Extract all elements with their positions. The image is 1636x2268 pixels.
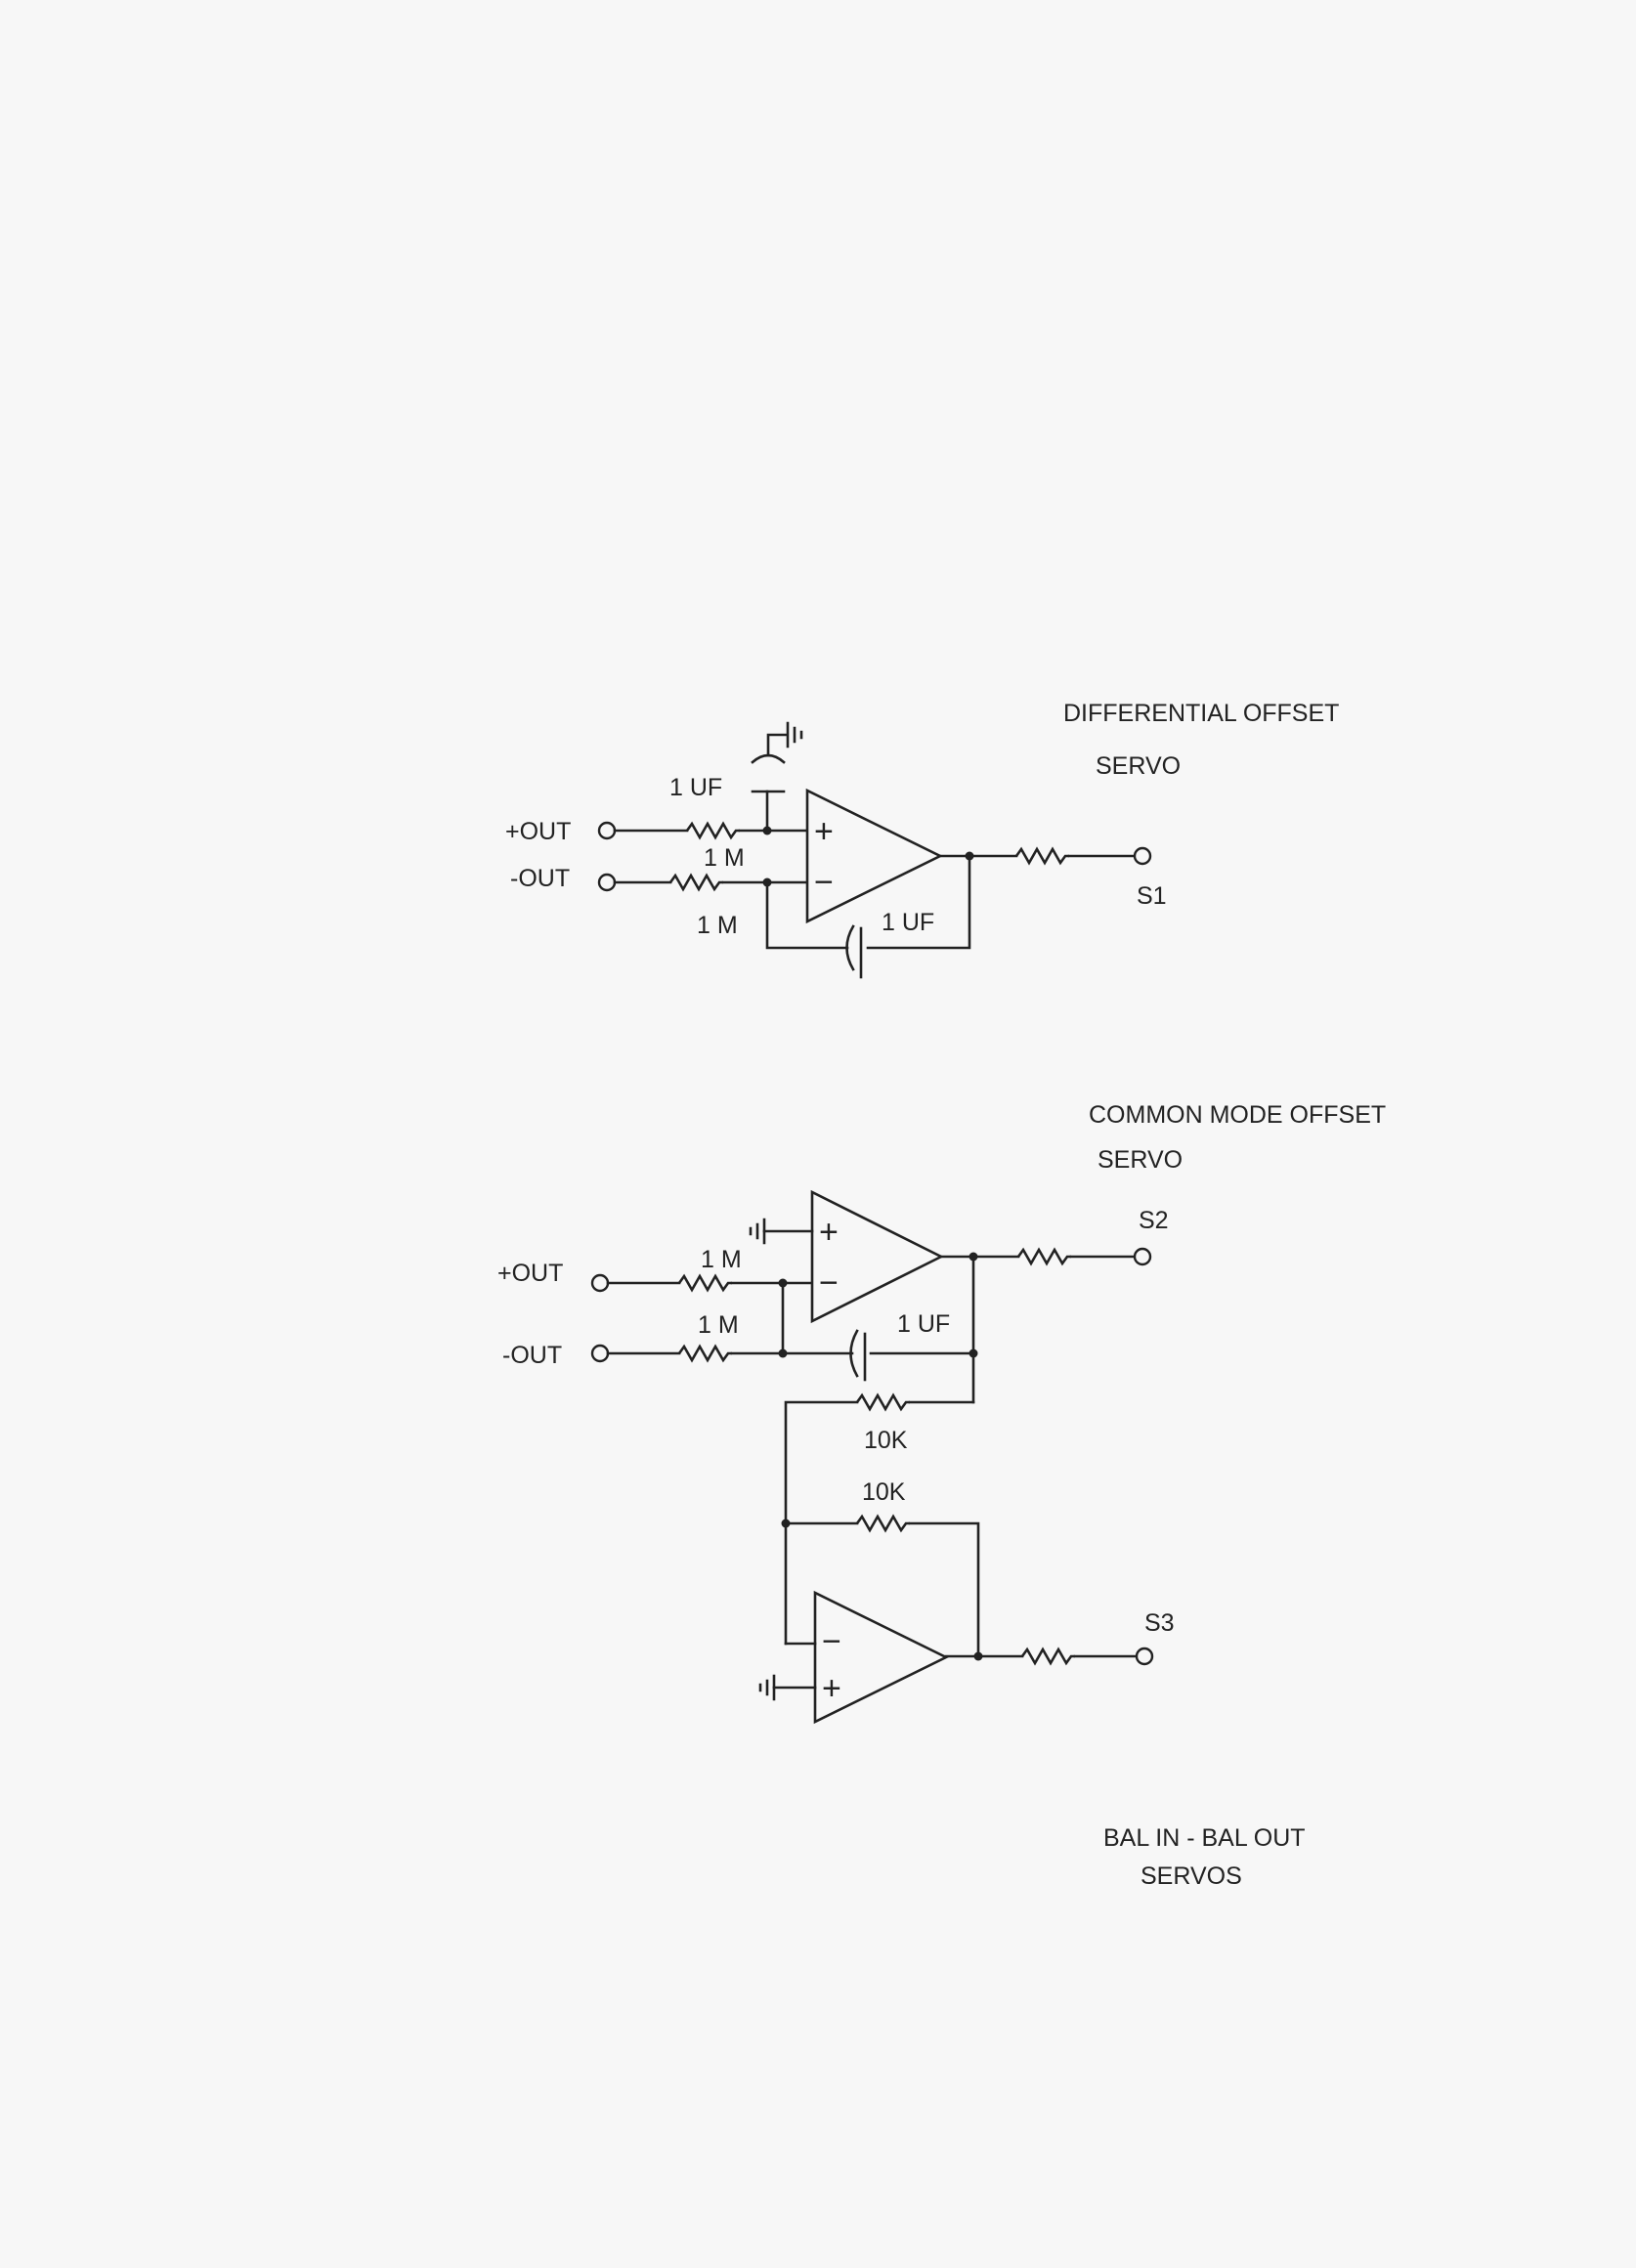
opamp1-plus-sign: + bbox=[819, 1214, 839, 1251]
s3-terminal bbox=[1135, 1647, 1154, 1666]
common-mode-title-line1: COMMON MODE OFFSET bbox=[1089, 1101, 1386, 1129]
s3-label: S3 bbox=[1144, 1609, 1175, 1637]
inverter-feedback-wires bbox=[784, 1521, 980, 1658]
junction-node bbox=[969, 1348, 978, 1358]
cap-ground-to-ground bbox=[766, 733, 788, 757]
differential-servo-circuit: + − bbox=[597, 721, 1152, 979]
opamp-minus-sign: − bbox=[814, 864, 834, 901]
r-plus-label: 1 M bbox=[704, 844, 745, 872]
caption-line2: SERVOS bbox=[1141, 1862, 1242, 1890]
s2-label: S2 bbox=[1139, 1207, 1169, 1234]
junction-node bbox=[781, 1519, 791, 1528]
ground-icon bbox=[758, 1674, 776, 1701]
ground-icon bbox=[786, 721, 803, 749]
cm-cap-plate-curved bbox=[849, 1329, 859, 1378]
feedback-cap-plate-curved bbox=[845, 924, 855, 971]
link-resistor-wires bbox=[784, 1400, 975, 1646]
ground-icon bbox=[749, 1218, 766, 1245]
cm-resistor-1m-plus bbox=[677, 1273, 732, 1293]
r-link-label: 10K bbox=[864, 1427, 908, 1454]
opamp-input-leads bbox=[765, 829, 808, 884]
feedback-wire-right bbox=[866, 854, 971, 950]
differential-title-line1: DIFFERENTIAL OFFSET bbox=[1063, 700, 1339, 727]
opamp1-minus-sign: − bbox=[819, 1264, 839, 1302]
differential-title-line2: SERVO bbox=[1096, 752, 1181, 780]
cm-r-minus-label: 1 M bbox=[698, 1311, 739, 1339]
common-mode-servo-circuit: + − − + bbox=[590, 1189, 1154, 1725]
cm-plus-out-label: +OUT bbox=[497, 1260, 563, 1287]
output-resistor-s2 bbox=[1016, 1247, 1071, 1266]
r-minus-label: 1 M bbox=[697, 912, 738, 939]
cm-plus-out-terminal bbox=[590, 1273, 610, 1293]
r-inverter-label: 10K bbox=[862, 1478, 906, 1506]
s2-terminal bbox=[1133, 1247, 1152, 1266]
common-mode-title-line2: SERVO bbox=[1098, 1146, 1183, 1174]
plus-out-terminal bbox=[597, 821, 617, 840]
feedback-wire-left bbox=[765, 880, 849, 950]
opamp-plus-sign: + bbox=[814, 813, 834, 850]
cm-minus-out-label: -OUT bbox=[502, 1342, 562, 1369]
resistor-10k-inverter bbox=[855, 1514, 910, 1533]
resistor-1m-plus bbox=[685, 821, 740, 840]
cm-resistor-1m-minus bbox=[677, 1344, 732, 1363]
resistor-1m-minus bbox=[668, 873, 723, 892]
cm-cap-label: 1 UF bbox=[897, 1310, 950, 1338]
differential-plus-out-label: +OUT bbox=[505, 818, 571, 845]
opamp2-minus-sign: − bbox=[822, 1623, 841, 1660]
s1-terminal bbox=[1133, 846, 1152, 866]
cap-feedback-label: 1 UF bbox=[882, 909, 934, 936]
resistor-10k-link bbox=[855, 1392, 910, 1412]
cap-ground-label: 1 UF bbox=[669, 774, 722, 801]
differential-minus-out-label: -OUT bbox=[510, 865, 570, 892]
output-resistor-s3 bbox=[1020, 1647, 1075, 1666]
opamp2-plus-sign: + bbox=[822, 1670, 841, 1707]
cm-minus-out-terminal bbox=[590, 1344, 610, 1363]
common-mode-opamp-1 bbox=[810, 1189, 944, 1324]
common-mode-opamp-2 bbox=[813, 1590, 949, 1725]
output-node bbox=[973, 1651, 983, 1661]
differential-opamp bbox=[805, 788, 943, 924]
cm-r-plus-label: 1 M bbox=[701, 1246, 742, 1273]
caption-line1: BAL IN - BAL OUT bbox=[1103, 1824, 1306, 1852]
minus-out-terminal bbox=[597, 873, 617, 892]
output-resistor-s1 bbox=[1014, 846, 1069, 866]
s1-label: S1 bbox=[1137, 882, 1167, 910]
